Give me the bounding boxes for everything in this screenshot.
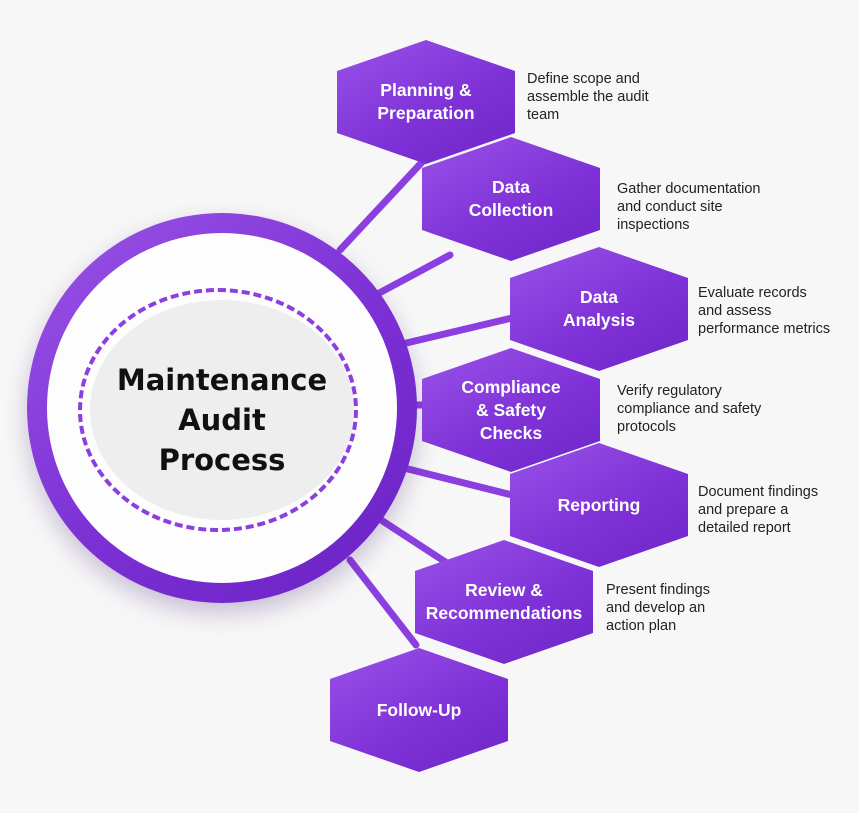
connector-reporting: [396, 463, 516, 499]
step-review-label: Review & Recommendations: [425, 580, 583, 623]
step-analysis-label: Data Analysis: [563, 287, 635, 330]
step-compliance-description: Verify regulatory compliance and safety …: [617, 383, 762, 435]
hub-title-line-2: Audit: [178, 403, 266, 437]
hub-dashed-ring: [78, 288, 358, 532]
step-review-description: Present findings and develop an action p…: [606, 582, 710, 634]
step-review-hexagon: Review & Recommendations: [415, 540, 593, 664]
step-reporting-label: Reporting: [557, 494, 641, 515]
connector-collection: [366, 251, 454, 302]
connector-planning: [336, 156, 428, 254]
hub-title-line-3: Process: [158, 443, 286, 477]
hub-title: Maintenance Audit Process: [90, 360, 354, 480]
step-planning-description: Define scope and assemble the audit team: [527, 71, 649, 123]
step-collection-label: Data Collection: [468, 177, 554, 220]
step-compliance-label: Compliance & Safety Checks: [461, 376, 561, 443]
step-reporting-description: Document findings and prepare a detailed…: [698, 484, 819, 536]
step-followup-label: Follow-Up: [376, 699, 462, 720]
step-analysis-description: Evaluate records and assess performance …: [698, 285, 831, 337]
connector-review: [374, 514, 454, 569]
step-collection-hexagon: Data Collection: [422, 137, 600, 261]
hub-title-line-1: Maintenance: [116, 363, 328, 397]
connector-analysis: [394, 314, 516, 349]
step-collection-description: Gather documentation and conduct site in…: [617, 181, 761, 233]
connector-followup: [346, 556, 420, 649]
step-followup-hexagon: Follow-Up: [330, 648, 508, 772]
step-planning-label: Planning & Preparation: [377, 80, 475, 123]
